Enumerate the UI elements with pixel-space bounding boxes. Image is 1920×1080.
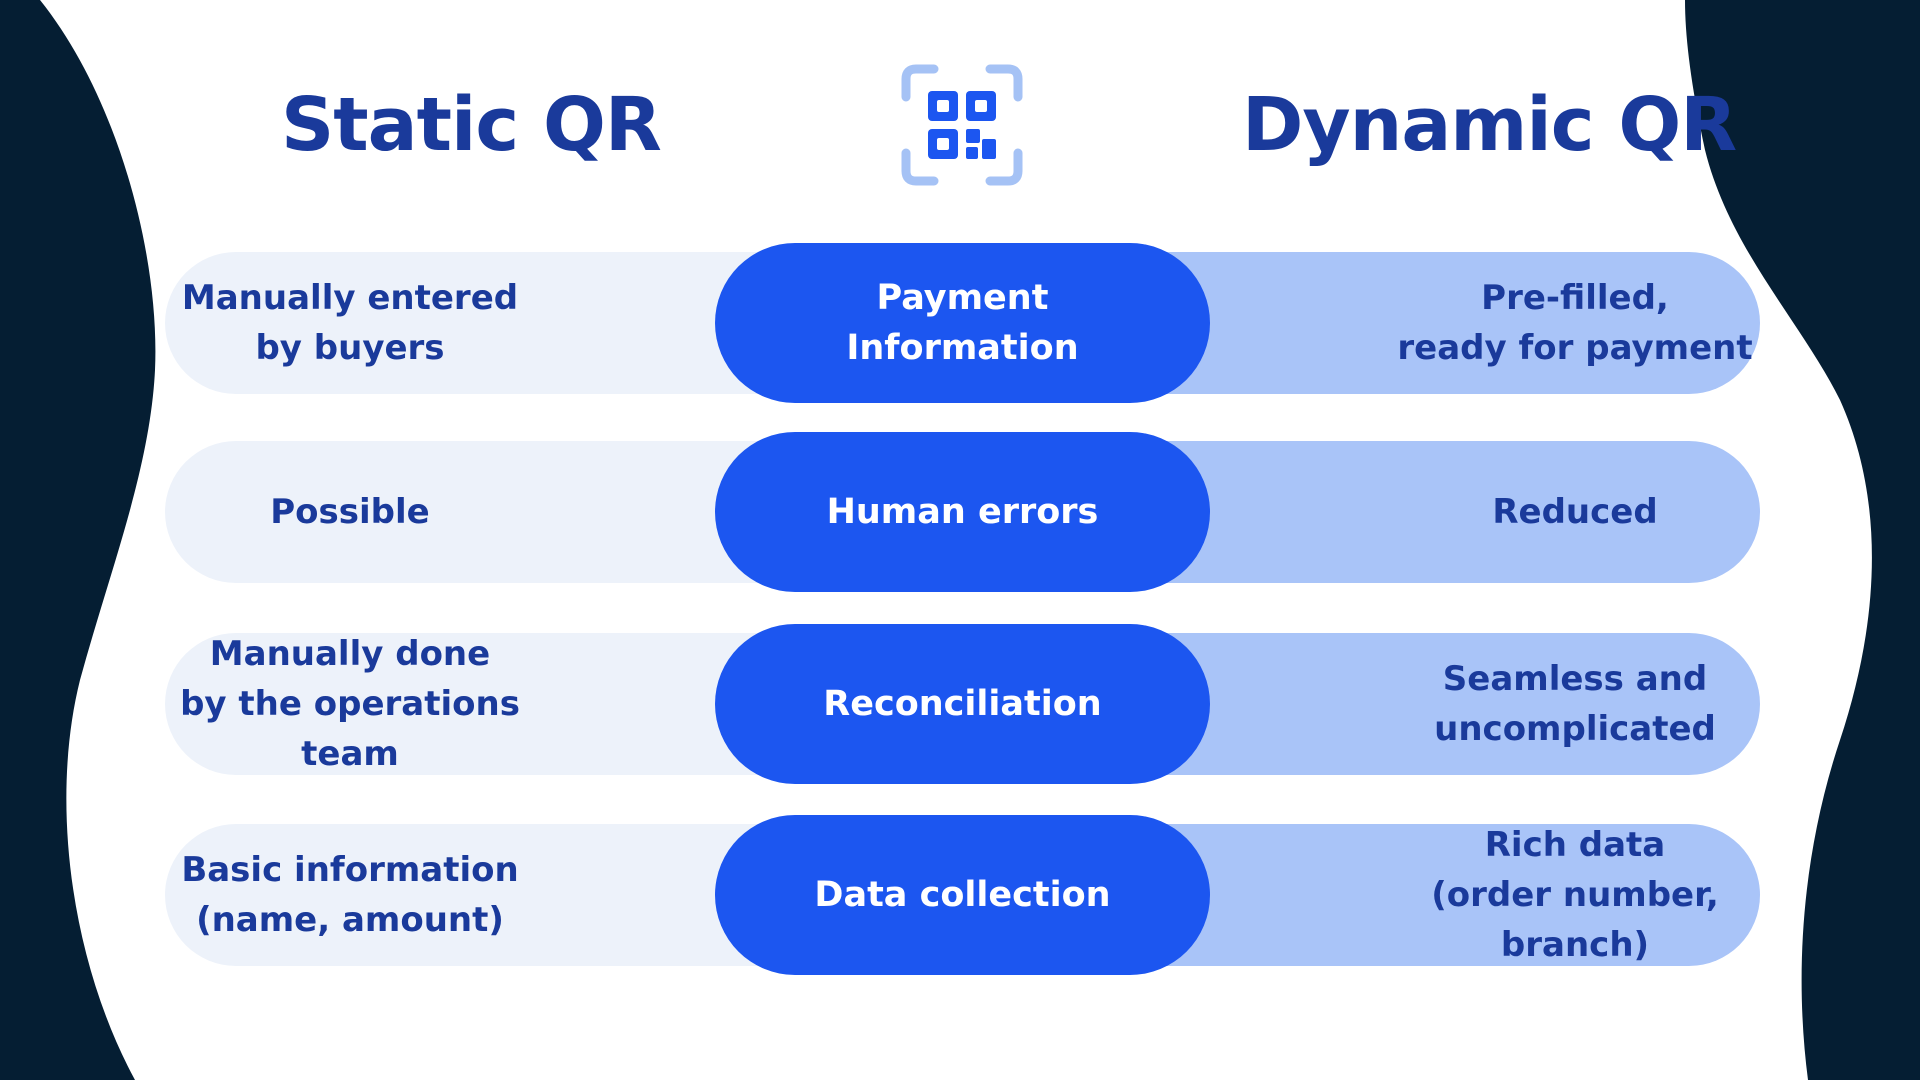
dynamic-qr-title: Dynamic QR [1242, 82, 1737, 168]
left-wave [0, 0, 156, 1080]
comparison-row-human-errors: Possible Reduced Human errors [165, 432, 1760, 592]
qr-code-scan-icon [901, 64, 1023, 186]
criteria-label: Human errors [715, 432, 1210, 592]
right-wave [1685, 0, 1920, 1080]
criteria-label: Payment Information [715, 243, 1210, 403]
criteria-label: Reconciliation [715, 624, 1210, 784]
criteria-label: Data collection [715, 815, 1210, 975]
comparison-row-data-collection: Basic information (name, amount) Rich da… [165, 815, 1760, 975]
comparison-row-reconciliation: Manually done by the operations team Sea… [165, 624, 1760, 784]
comparison-row-payment-information: Manually entered by buyers Pre-filled, r… [165, 243, 1760, 403]
static-qr-title: Static QR [281, 82, 662, 168]
